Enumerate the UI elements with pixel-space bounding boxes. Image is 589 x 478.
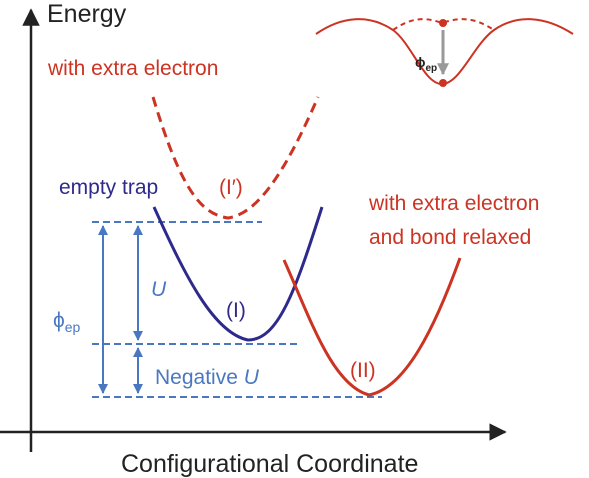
- negative-u-prefix: Negative: [155, 366, 244, 389]
- inset-phi-symbol: ϕ: [415, 54, 426, 70]
- inset-top-dot: [439, 19, 447, 27]
- extra-electron-state-label: (I′): [219, 176, 243, 199]
- relaxed-state-label: (II): [350, 359, 376, 382]
- empty-trap-state-label: (I): [226, 299, 246, 322]
- relaxed-label-line-1: with extra electron: [368, 192, 539, 215]
- empty-trap-curve: [152, 206, 324, 342]
- inset-wave-diagram: ϕep: [315, 18, 574, 87]
- negative-u-label: Negative U: [155, 366, 260, 389]
- inset-phi-subscript: ep: [426, 63, 438, 74]
- relaxed-label-line-2: and bond relaxed: [369, 226, 531, 249]
- extra-electron-label: with extra electron: [47, 57, 218, 80]
- u-label: U: [151, 278, 167, 301]
- negative-u-symbol: U: [244, 366, 260, 389]
- relaxed-curve: [282, 257, 462, 397]
- phi-ep-subscript: ep: [65, 319, 81, 335]
- empty-trap-label: empty trap: [59, 176, 158, 199]
- x-axis-label: Configurational Coordinate: [121, 450, 418, 478]
- phi-ep-label: ϕep: [53, 309, 81, 335]
- inset-bottom-dot: [439, 79, 447, 87]
- extra-electron-curve: [151, 96, 320, 220]
- y-axis-label: Energy: [47, 0, 127, 28]
- phi-ep-symbol: ϕ: [53, 309, 65, 332]
- inset-phi-label: ϕep: [415, 54, 437, 74]
